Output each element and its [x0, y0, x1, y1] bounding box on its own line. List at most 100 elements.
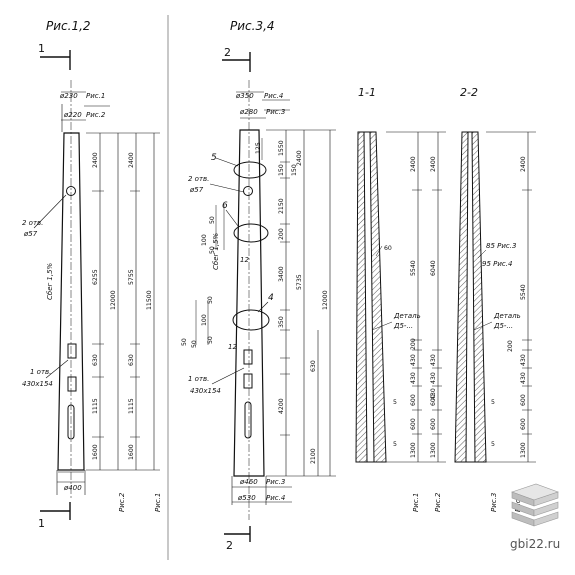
s22-ref-85: 85 Рис.3: [486, 242, 516, 250]
s22-c1-4: 430: [520, 372, 527, 384]
fig34-small-7: 50: [191, 340, 198, 348]
fig34-mark-5: 5: [211, 153, 217, 163]
fig34-ring-4: [232, 309, 270, 331]
s11-ref-1: Рис.1: [412, 493, 420, 512]
cut-2-bottom-label: 2: [226, 539, 233, 552]
fig12-hole: [66, 186, 76, 196]
s11-c1-6: 600: [410, 418, 417, 430]
s22-ref-1: Рис.3: [490, 493, 498, 512]
fig12-top-diameter-2: ø220: [63, 111, 82, 119]
fig12-top-ref-2: Рис.2: [86, 111, 106, 119]
fig34-pole-outline: [233, 129, 265, 477]
fig12-bottom-diameter: ø400: [63, 484, 82, 492]
s11-d60: 60: [384, 245, 392, 252]
s22-detail-code: Д5-...: [493, 322, 513, 330]
fig12-c1-2: 630: [92, 354, 99, 366]
fig34-c1-8: 2100: [310, 448, 317, 464]
s11-detail-code: Д5-...: [393, 322, 413, 330]
figure-1-2: Рис.1,2 1 1 ø230 Рис.1 ø220 Рис.2 ø400 2…: [22, 19, 162, 530]
fig12-slot: [67, 404, 75, 440]
fig12-dim-col-3: [130, 133, 140, 470]
s22-c1-1: 5540: [520, 284, 527, 300]
fig34-mark-12-b: 12: [228, 343, 237, 351]
fig12-window-size: 430x154: [22, 380, 53, 388]
fig34-bottom-diameter-1: ø460: [239, 478, 258, 486]
fig12-c4-0: 11500: [146, 290, 153, 310]
fig12-c3-4: 1600: [128, 444, 135, 460]
fig34-c1-3: 200: [278, 228, 285, 240]
s22-c1-7: 1300: [520, 442, 527, 458]
s11-mark-5-a: 5: [393, 399, 397, 406]
s11-c2-6: 600: [430, 418, 437, 430]
figure-3-4: Рис.3,4 2 2 ø350 Рис.4 ø280 Рис.3 ø460 Р…: [181, 19, 336, 552]
fig34-dim-col-2: [303, 130, 319, 476]
fig34-bottom-ref-1: Рис.3: [266, 478, 285, 486]
fig12-holes-label: 2 отв.: [22, 219, 43, 227]
s11-c2-4: 430: [430, 388, 437, 400]
fig34-mark-12-a: 12: [240, 256, 249, 264]
fig12-window-label: 1 отв.: [30, 368, 51, 376]
fig34-small-0: 50: [209, 216, 216, 224]
fig12-c3-0: 2400: [128, 152, 135, 168]
fig34-small-6: 50: [181, 338, 188, 346]
fig34-mark-6: 6: [222, 201, 228, 211]
s11-wall-right: [369, 131, 387, 463]
s22-dim-col-1: [522, 132, 532, 462]
fig12-c3-2: 630: [128, 354, 135, 366]
watermark-text: gbi22.ru: [510, 537, 560, 551]
fig34-top-ref-2: Рис.3: [266, 108, 285, 116]
cut-2-top-label: 2: [224, 46, 231, 59]
s22-c1-0: 2400: [520, 156, 527, 172]
s11-c2-7: 1300: [430, 442, 437, 458]
cut-1-top-label: 1: [38, 42, 45, 55]
s22-c1-3: 430: [520, 354, 527, 366]
fig34-top-diameter-2: ø280: [239, 108, 258, 116]
s11-c1-3: 430: [410, 354, 417, 366]
section-2-2-title: 2-2: [460, 86, 478, 99]
s11-c1-1: 5540: [410, 260, 417, 276]
s22-mark-5-b: 5: [491, 441, 495, 448]
s22-c1-2: 200: [507, 340, 514, 352]
s11-c1-5: 600: [410, 394, 417, 406]
fig34-title: Рис.3,4: [230, 19, 275, 33]
s22-wall-left: [454, 131, 469, 463]
fig12-c1-0: 2400: [92, 152, 99, 168]
fig12-taper: Сбег 1,5%: [46, 262, 54, 300]
s22-ref-95: 95 Рис.4: [482, 260, 512, 268]
fig12-c3-3: 1115: [128, 398, 135, 414]
fig34-c1-0: 1550: [278, 140, 285, 156]
fig34-bottom-diameter-2: ø530: [237, 494, 256, 502]
s22-c1-5: 600: [520, 394, 527, 406]
fig34-holes-label: 2 отв.: [188, 175, 209, 183]
fig34-window-label: 1 отв.: [188, 375, 209, 383]
fig12-bottom-ref-1: Рис.2: [118, 492, 126, 512]
s22-c1-6: 600: [520, 418, 527, 430]
s11-dim-col-2: [432, 132, 442, 462]
s11-c1-4: 430: [410, 372, 417, 384]
s11-c1-2: 200: [410, 338, 417, 350]
fig34-c1-7: 4200: [278, 398, 285, 414]
fig12-bottom-ref-2: Рис.1: [154, 493, 162, 512]
fig34-small-1: 100: [201, 234, 208, 246]
fig34-ring-5: [233, 161, 267, 179]
fig34-c1-1: 150: [278, 164, 285, 176]
s22-wall-right: [471, 131, 487, 463]
fig34-c0-0: 125: [255, 142, 262, 154]
fig34-bottom-ref-2: Рис.4: [266, 494, 285, 502]
fig34-small-5: 50: [207, 336, 214, 344]
fig34-c1-5: 350: [278, 316, 285, 328]
s11-wall-left: [355, 131, 368, 463]
s11-c2-3: 430: [430, 372, 437, 384]
fig34-c2-0: 2400: [296, 150, 303, 166]
fig34-c1-4: 3400: [278, 266, 285, 282]
fig34-dim-col-1: [280, 130, 290, 476]
watermark-logo-icon: [511, 483, 559, 527]
fig12-c1-1: 6255: [92, 269, 99, 285]
section-1-1-title: 1-1: [358, 86, 376, 99]
fig34-window-size: 430x154: [190, 387, 221, 395]
s11-mark-5-b: 5: [393, 441, 397, 448]
fig34-hole: [243, 186, 253, 196]
section-2-2: 2-2 85 Рис.3 95 Рис.4 Деталь Д5-... 5 5 …: [454, 86, 536, 512]
s11-c2-2: 430: [430, 354, 437, 366]
